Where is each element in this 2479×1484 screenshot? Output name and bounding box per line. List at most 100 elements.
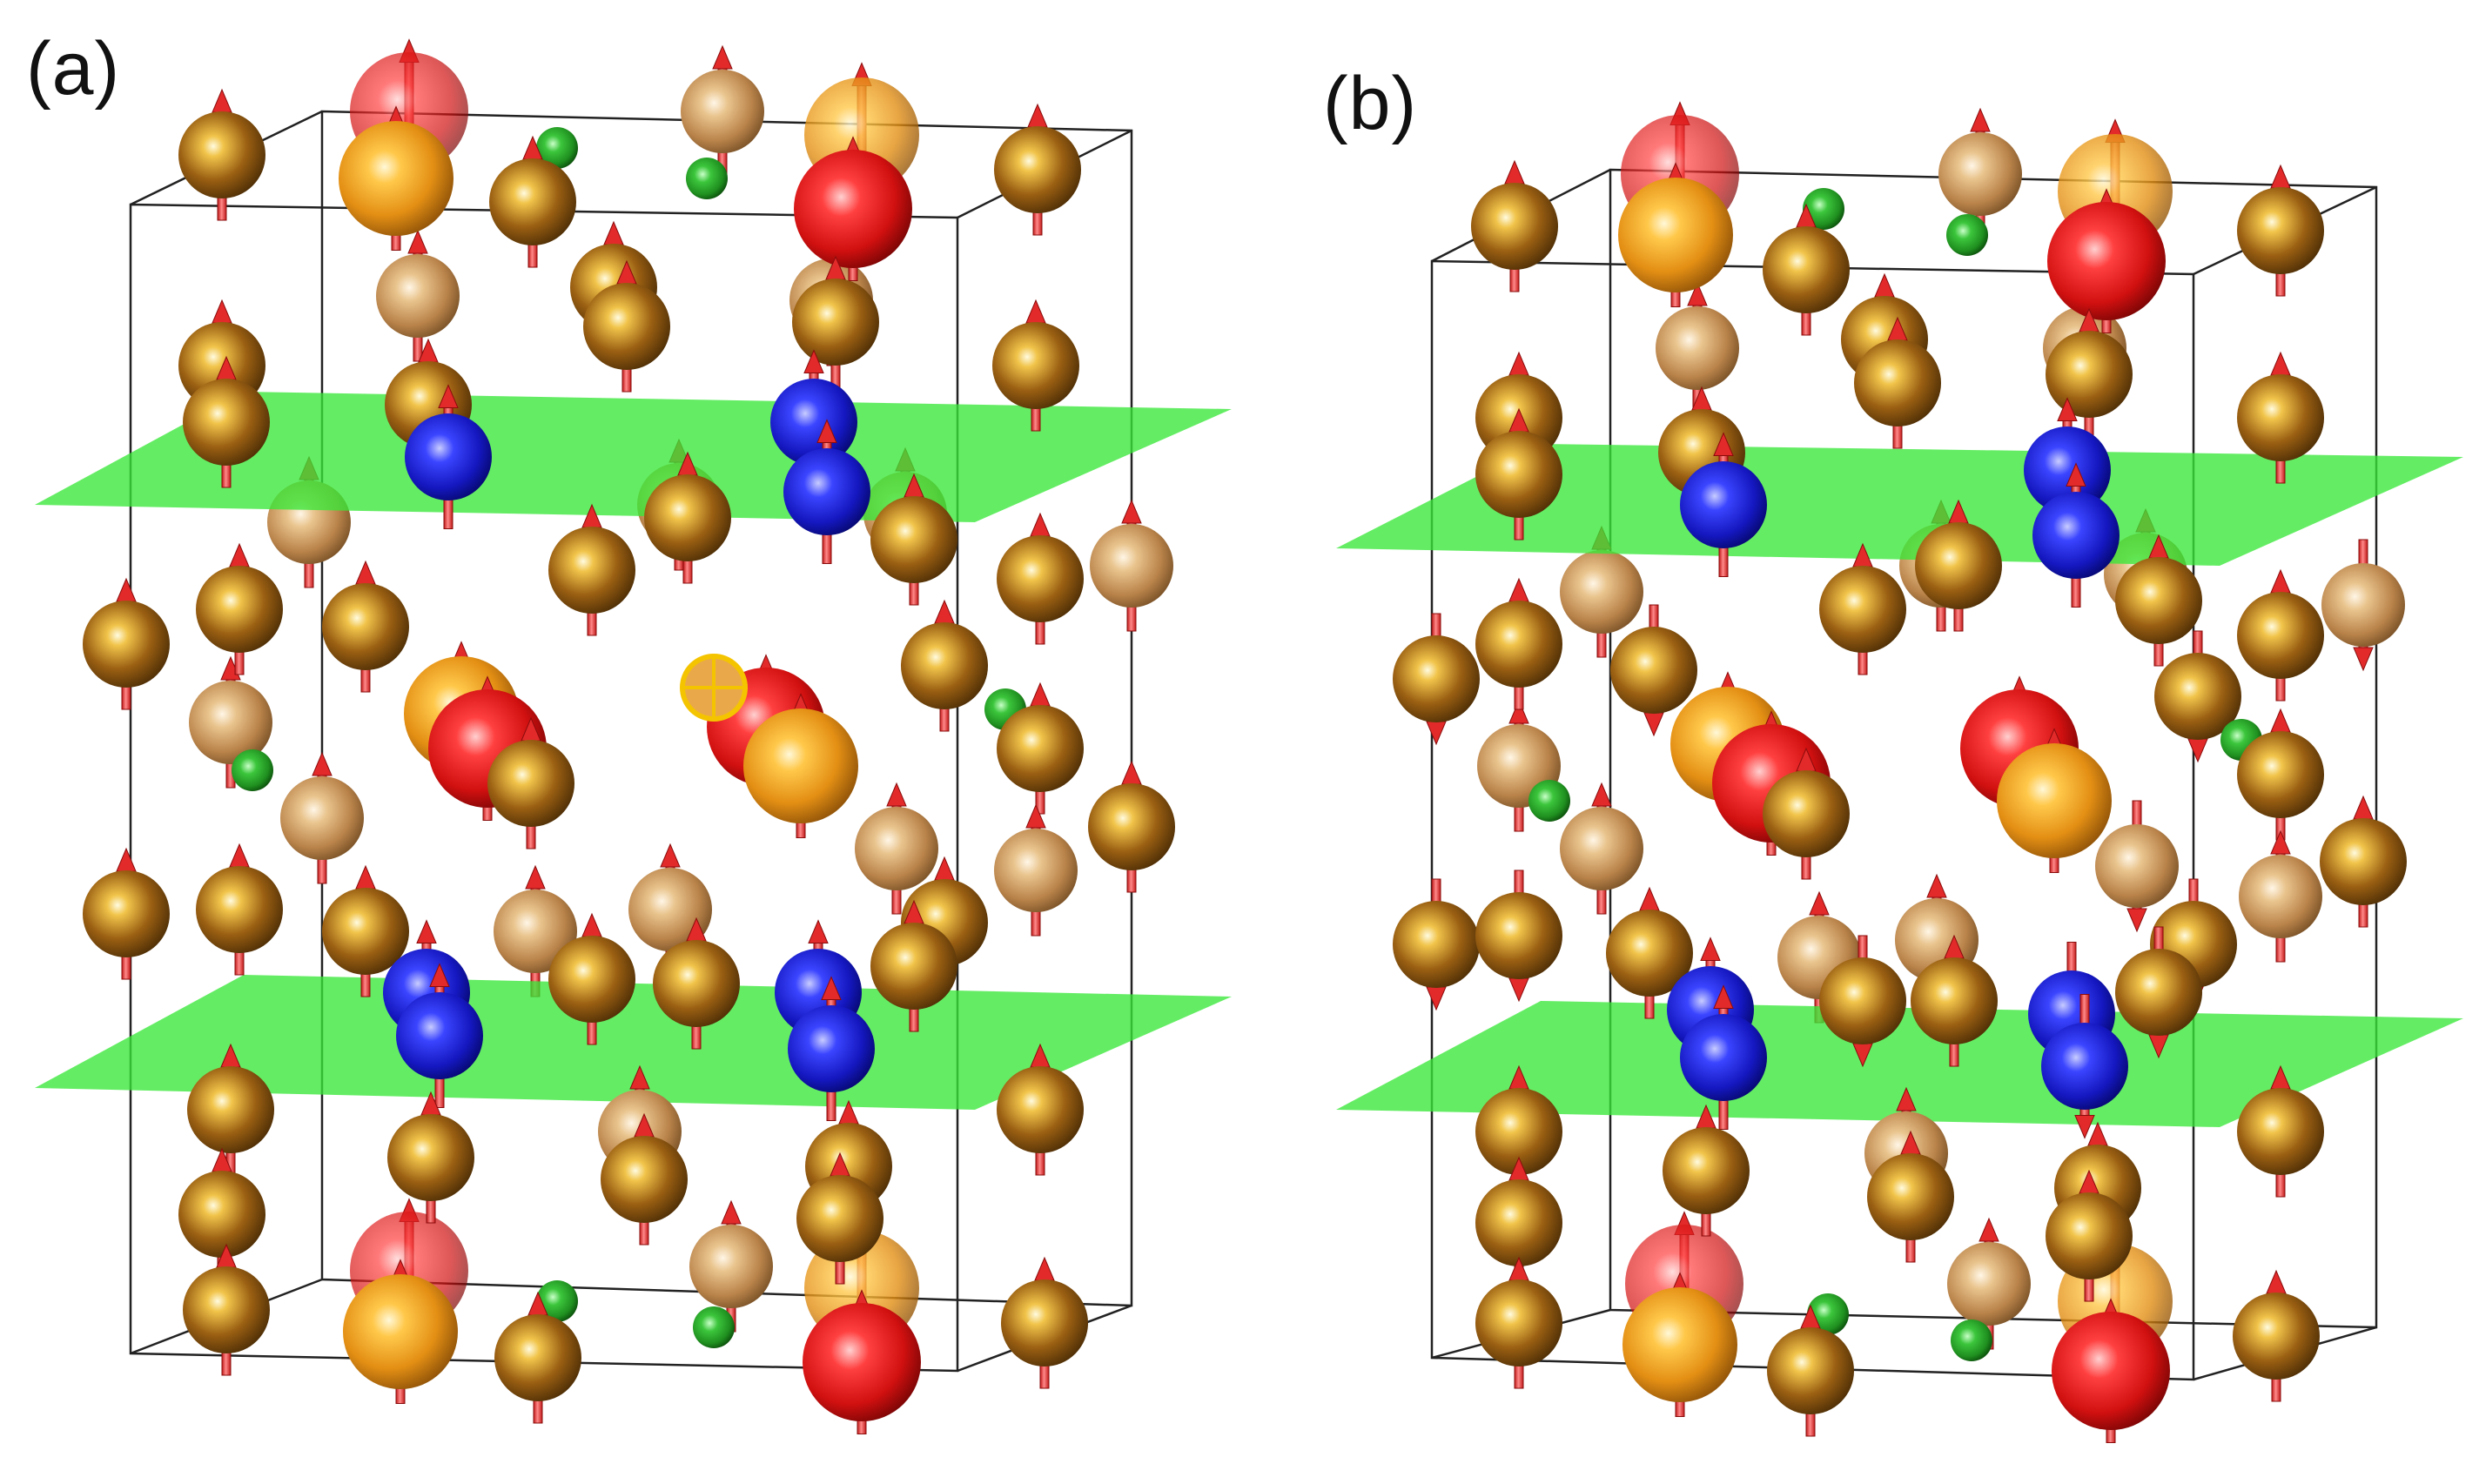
green-plane-bottom (1336, 1001, 2463, 1127)
brown-atom (2046, 331, 2133, 418)
brown-atom (322, 888, 409, 975)
brown-atom (870, 923, 957, 1010)
brown-atom (1088, 783, 1175, 870)
brown-atom (992, 322, 1079, 409)
brown-atom (489, 158, 576, 245)
green-atom (693, 1306, 735, 1348)
brown-atom (1911, 957, 1998, 1044)
orange-atom (339, 121, 453, 236)
tan-atom (1938, 132, 2022, 216)
panel-a-structure (35, 38, 1232, 1434)
brown-atom (387, 1114, 474, 1201)
tan-atom (1947, 1242, 2031, 1326)
tan-atom (2239, 855, 2322, 938)
brown-atom (2115, 557, 2202, 644)
brown-atom (796, 1175, 883, 1262)
brown-atom (183, 379, 270, 466)
brown-atom (870, 496, 957, 583)
green-plane-top (1336, 444, 2463, 566)
green-atom (1951, 1319, 1992, 1361)
panel-b-structure (1336, 101, 2463, 1443)
tan-atom (1560, 807, 1643, 890)
tan-atom (2321, 563, 2405, 647)
brown-atom (2237, 592, 2324, 679)
green-atom (1946, 214, 1988, 256)
brown-atom (2237, 731, 2324, 818)
brown-atom (1763, 770, 1850, 857)
brown-atom (1763, 226, 1850, 313)
brown-atom (1819, 566, 1906, 653)
tan-atom (189, 681, 272, 764)
blue-atom (405, 413, 492, 500)
brown-atom (1001, 1279, 1088, 1366)
panel-b-label: (b) (1323, 62, 1418, 145)
brown-atom (1663, 1127, 1750, 1214)
brown-atom (644, 474, 731, 561)
brown-atom (2237, 187, 2324, 274)
tan-atom (1656, 306, 1739, 390)
tan-atom (689, 1225, 773, 1308)
blue-atom (2024, 426, 2111, 514)
orange-atom (1618, 178, 1733, 292)
brown-atom (1610, 627, 1697, 714)
brown-atom (2237, 1088, 2324, 1175)
tan-atom (1560, 550, 1643, 634)
red-atom (2047, 202, 2166, 320)
brown-atom (2237, 374, 2324, 461)
brown-atom (653, 940, 740, 1027)
tan-atom (681, 70, 764, 153)
brown-atom (487, 740, 574, 827)
atoms-front-layer (1393, 159, 2407, 1443)
tan-atom (994, 829, 1078, 912)
brown-atom (792, 279, 879, 366)
blue-atom (1680, 1014, 1767, 1101)
orange-atom (743, 708, 858, 823)
atoms-front-layer (83, 88, 1175, 1434)
brown-atom (1475, 431, 1562, 518)
brown-atom (1767, 1327, 1854, 1414)
green-atom (686, 158, 728, 199)
brown-atom (2320, 818, 2407, 905)
orange-atom (1997, 743, 2112, 858)
brown-atom (178, 1171, 265, 1258)
orange-atom (343, 1274, 458, 1389)
brown-atom (1393, 901, 1480, 988)
brown-atom (1393, 635, 1480, 722)
brown-atom (2046, 1192, 2133, 1279)
blue-atom (2032, 492, 2120, 579)
brown-atom (583, 283, 670, 370)
tan-atom (280, 776, 364, 860)
brown-atom (1475, 892, 1562, 979)
tan-atom (494, 890, 577, 973)
brown-atom (494, 1314, 581, 1401)
green-atom (536, 127, 578, 169)
brown-atom (187, 1066, 274, 1153)
brown-atom (1475, 1179, 1562, 1266)
green-atom (536, 1280, 578, 1322)
brown-atom (997, 1066, 1084, 1153)
brown-atom (196, 566, 283, 653)
brown-atom (1606, 910, 1693, 997)
green-plane-bottom (35, 975, 1232, 1110)
brown-atom (1475, 1279, 1562, 1366)
orange-atom (1622, 1287, 1737, 1402)
blue-atom (770, 379, 857, 466)
tan-atom (855, 807, 938, 890)
red-atom (794, 150, 912, 268)
brown-atom (1915, 522, 2002, 609)
brown-atom (548, 527, 635, 614)
brown-atom (601, 1136, 688, 1223)
panel-a-label: (a) (26, 27, 121, 111)
brown-atom (83, 601, 170, 688)
blue-atom (783, 448, 870, 535)
green-atom (1528, 780, 1570, 822)
brown-atom (1475, 1088, 1562, 1175)
brown-atom (997, 535, 1084, 622)
brown-atom (183, 1266, 270, 1353)
red-atom (2052, 1312, 2170, 1430)
blue-atom (2041, 1023, 2128, 1110)
blue-atom (788, 1005, 875, 1092)
tan-atom (376, 254, 460, 338)
green-atom (1803, 188, 1844, 230)
